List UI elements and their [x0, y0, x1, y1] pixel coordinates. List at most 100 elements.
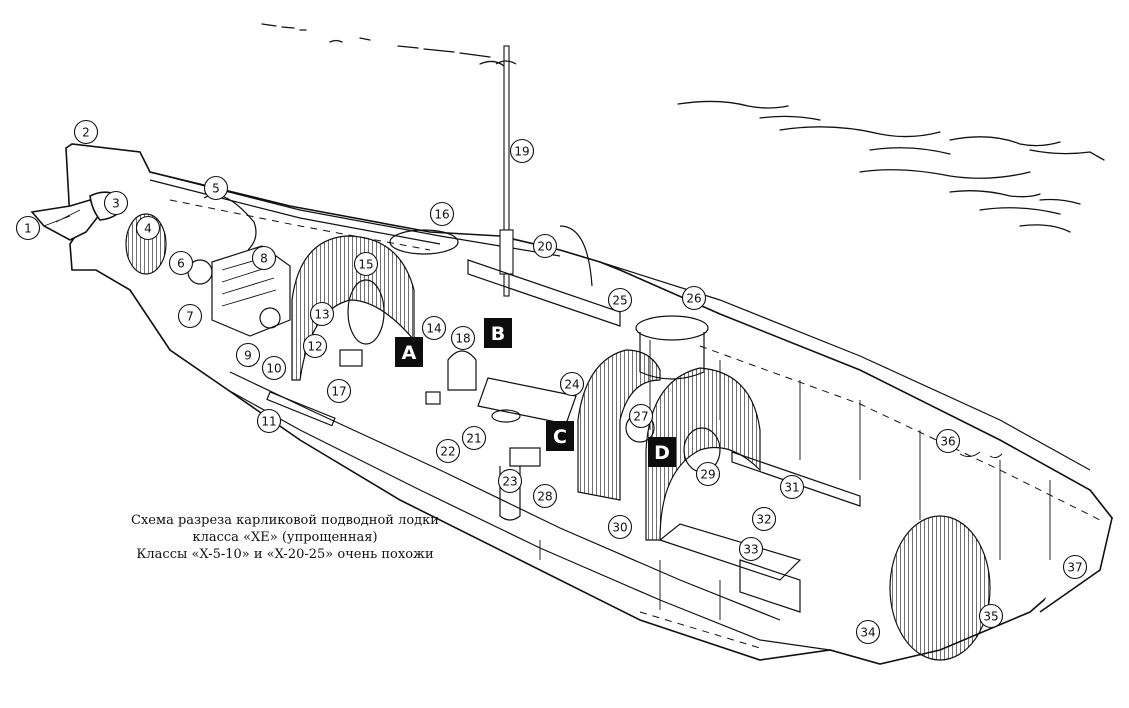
callout-circle: [497, 468, 523, 494]
callout-circle: [103, 190, 129, 216]
callout-2: 2: [73, 119, 99, 145]
callout-number: 6: [177, 257, 185, 271]
callout-15: 15: [353, 251, 379, 277]
callout-19: 19: [509, 138, 535, 164]
callout-number: 31: [784, 481, 799, 495]
callout-26: 26: [681, 285, 707, 311]
callout-circle: [450, 325, 476, 351]
section-c: C: [546, 421, 574, 451]
callout-circle: [261, 355, 287, 381]
callout-number: 20: [537, 240, 552, 254]
callout-3: 3: [103, 190, 129, 216]
section-letter: D: [654, 442, 670, 464]
callout-number: 37: [1067, 561, 1082, 575]
callout-37: 37: [1062, 554, 1088, 580]
callout-14: 14: [421, 315, 447, 341]
callout-number: 2: [82, 126, 90, 140]
callout-circle: [435, 438, 461, 464]
callout-number: 25: [612, 294, 627, 308]
callout-number: 30: [612, 521, 627, 535]
callout-7: 7: [177, 303, 203, 329]
callout-circle: [421, 315, 447, 341]
callout-number: 23: [502, 475, 517, 489]
callout-33: 33: [738, 536, 764, 562]
induction-trunk: [467, 259, 621, 327]
callout-circle: [855, 619, 881, 645]
callout-number: 13: [314, 308, 329, 322]
caption-line-2: класса «XE» (упрощенная): [192, 530, 378, 545]
callout-number: 22: [440, 445, 455, 459]
callout-1: 1: [15, 215, 41, 241]
engine-pump: [259, 307, 281, 329]
callout-circle: [353, 251, 379, 277]
sea-surface-waves: [261, 23, 1105, 233]
section-letter: A: [402, 342, 417, 364]
callout-circle: [15, 215, 41, 241]
callout-number: 29: [700, 468, 715, 482]
callout-circle: [532, 483, 558, 509]
callout-24: 24: [559, 371, 585, 397]
bulkheads: [125, 213, 991, 661]
callout-circle: [235, 342, 261, 368]
callout-number: 34: [860, 626, 875, 640]
callout-number: 5: [212, 182, 220, 196]
callout-circle: [779, 474, 805, 500]
callout-32: 32: [751, 506, 777, 532]
callout-36: 36: [935, 428, 961, 454]
callout-circle: [681, 285, 707, 311]
callout-circle: [978, 603, 1004, 629]
callout-number: 35: [983, 610, 998, 624]
bulkhead-wet-dry: [577, 349, 661, 501]
callout-number: 7: [186, 310, 194, 324]
callout-number: 17: [331, 385, 346, 399]
callout-number: 4: [144, 222, 152, 236]
callout-6: 6: [168, 250, 194, 276]
callout-circle: [738, 536, 764, 562]
control-panel: [731, 451, 861, 507]
callout-8: 8: [251, 245, 277, 271]
callout-circle: [309, 301, 335, 327]
section-letter: B: [491, 323, 505, 345]
callout-11: 11: [256, 408, 282, 434]
callout-circle: [695, 461, 721, 487]
callout-circle: [73, 119, 99, 145]
callout-circle: [203, 175, 229, 201]
engine-hatch: [389, 229, 459, 255]
callout-29: 29: [695, 461, 721, 487]
callout-9: 9: [235, 342, 261, 368]
callout-number: 26: [686, 292, 701, 306]
callout-number: 36: [940, 435, 955, 449]
callout-22: 22: [435, 438, 461, 464]
diagram-caption: Схема разреза карликовой подводной лодки…: [92, 512, 478, 563]
callout-number: 8: [260, 252, 268, 266]
callout-18: 18: [450, 325, 476, 351]
callout-circle: [135, 215, 161, 241]
gyro-compass: [347, 279, 385, 345]
section-d: D: [648, 437, 676, 467]
callout-circle: [168, 250, 194, 276]
section-box: [395, 337, 423, 367]
callout-labels: 1234567891011121314151617181920212223242…: [15, 119, 1088, 645]
periscope: [503, 45, 510, 297]
callout-number: 16: [434, 208, 449, 222]
callout-4: 4: [135, 215, 161, 241]
caption-line-3: Классы «X-5-10» и «X-20-25» очень похожи: [136, 547, 434, 562]
callout-circle: [177, 303, 203, 329]
callout-28: 28: [532, 483, 558, 509]
bulkhead-bow: [889, 515, 991, 661]
callout-circle: [751, 506, 777, 532]
callout-number: 3: [112, 197, 120, 211]
section-letter: C: [553, 426, 567, 448]
callout-number: 24: [564, 378, 579, 392]
callout-5: 5: [203, 175, 229, 201]
callout-circle: [607, 287, 633, 313]
callout-number: 14: [426, 322, 441, 336]
callout-13: 13: [309, 301, 335, 327]
callout-number: 9: [244, 349, 252, 363]
section-box: [648, 437, 676, 467]
side-skid: [266, 391, 336, 427]
pump-18: [447, 350, 477, 391]
callout-circle: [628, 403, 654, 429]
callout-number: 15: [358, 258, 373, 272]
